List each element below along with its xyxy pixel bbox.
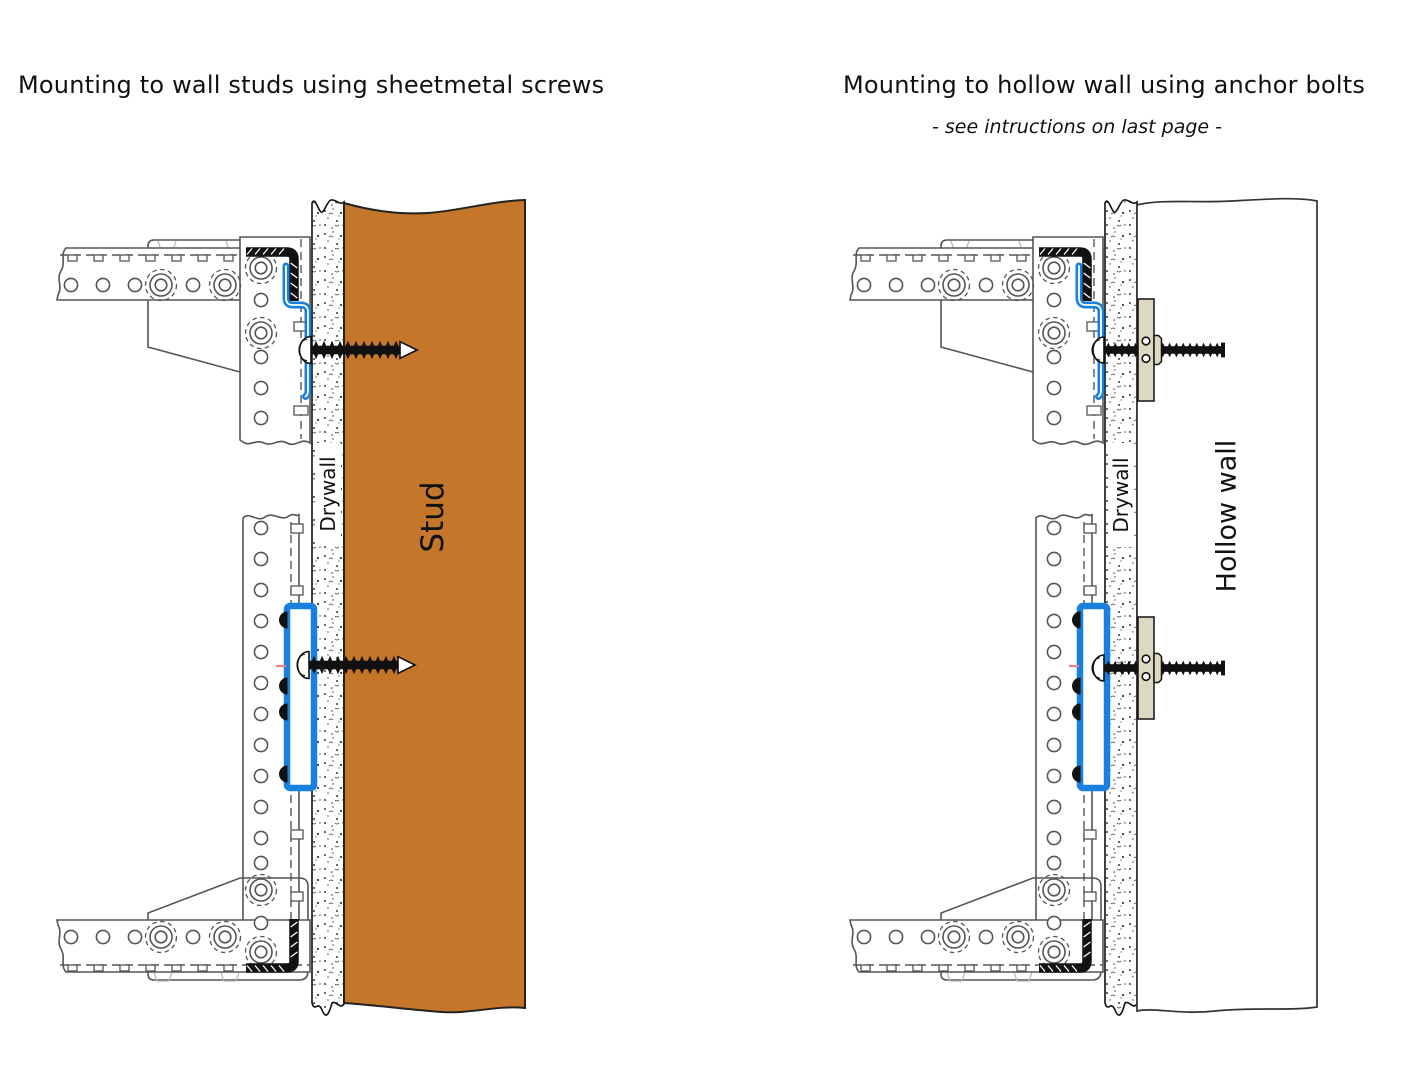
- drywall-label-band: [1108, 443, 1134, 547]
- right-diagram-title: Mounting to hollow wall using anchor bol…: [843, 71, 1366, 99]
- mid-rail-and-channel-bracket: [243, 514, 314, 970]
- stud-label: Stud: [415, 481, 451, 552]
- mid-rail-and-channel-bracket: [1036, 514, 1107, 970]
- left-diagram-title: Mounting to wall studs using sheetmetal …: [18, 71, 605, 99]
- right-diagram-subtitle: - see intructions on last page -: [932, 116, 1222, 138]
- right-diagram: Drywall Hollow wall: [850, 197, 1318, 1016]
- top-bracket: [850, 237, 1103, 444]
- left-diagram: Drywall Stud: [57, 198, 526, 1016]
- hollow-wall-label: Hollow wall: [1212, 440, 1243, 593]
- top-bracket: [57, 237, 310, 444]
- stud-wall: [343, 198, 526, 1014]
- drywall-label-right: Drywall: [1109, 457, 1133, 532]
- hollow-wall: [1136, 197, 1318, 1014]
- drywall-label-left: Drywall: [316, 456, 340, 531]
- drywall-label-band: [315, 443, 341, 545]
